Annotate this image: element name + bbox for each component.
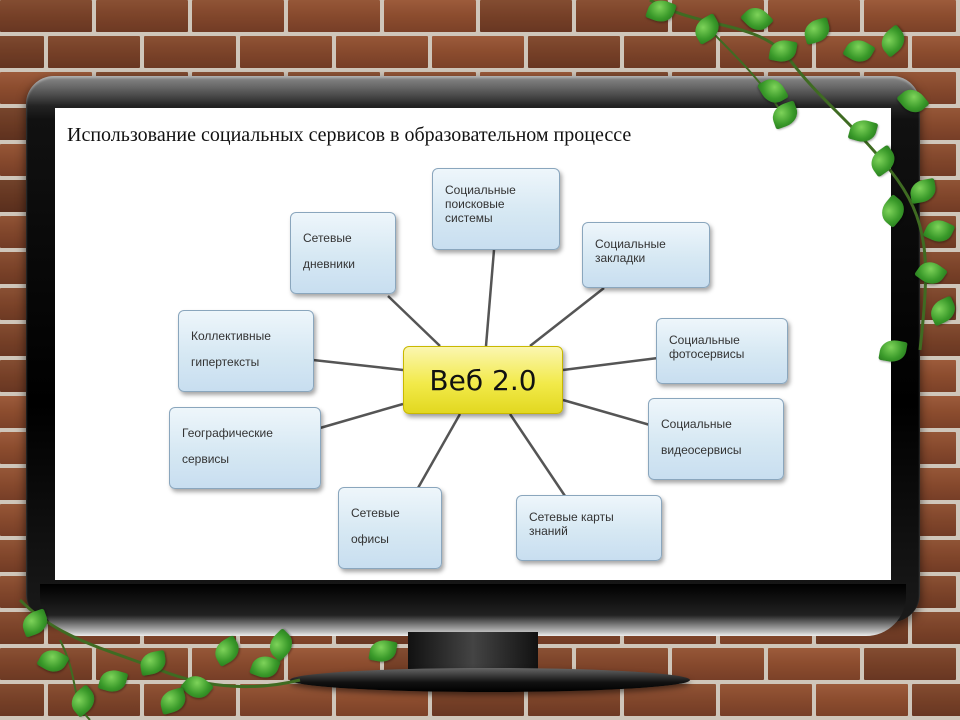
node-line: Сетевые <box>303 231 352 245</box>
node-social-photo: Социальные фотосервисы <box>656 318 788 384</box>
connector-search <box>484 249 496 347</box>
brick <box>912 684 960 716</box>
connector-bookmarks <box>529 287 605 347</box>
brick <box>240 36 332 68</box>
node-mind-maps: Сетевые карты знаний <box>516 495 662 561</box>
node-line: сервисы <box>182 452 230 466</box>
brick <box>384 0 476 32</box>
slide-title: Использование социальных сервисов в обра… <box>67 124 632 146</box>
connector-offices <box>416 413 462 489</box>
connector-diaries <box>387 295 441 347</box>
node-line: Коллективные <box>191 329 271 343</box>
node-line: гипертексты <box>191 355 260 369</box>
connector-hypertext <box>312 358 404 372</box>
brick <box>768 648 860 680</box>
brick <box>0 684 44 716</box>
node-collective-hypertext: Коллективные гипертексты <box>178 310 314 392</box>
brick <box>912 468 960 500</box>
brick <box>192 0 284 32</box>
node-line: Географические <box>182 426 273 440</box>
node-social-search: Социальные поисковые системы <box>432 168 560 250</box>
node-line: закладки <box>595 251 646 265</box>
brick <box>912 540 960 572</box>
node-line: системы <box>445 211 493 225</box>
node-line: фотосервисы <box>669 347 745 361</box>
brick <box>432 36 524 68</box>
node-line: дневники <box>303 257 355 271</box>
brick <box>480 0 572 32</box>
node-social-video: Социальные видеосервисы <box>648 398 784 480</box>
connector-geo <box>319 402 404 430</box>
connector-video <box>562 398 651 427</box>
node-line: Социальные <box>595 237 666 251</box>
monitor-stand-base <box>290 668 690 692</box>
node-network-diaries: Сетевые дневники <box>290 212 396 294</box>
brick <box>528 36 620 68</box>
node-line: Социальные <box>661 417 732 431</box>
brick <box>288 0 380 32</box>
center-node: Веб 2.0 <box>403 346 563 414</box>
brick <box>0 36 44 68</box>
brick <box>624 684 716 716</box>
node-line: поисковые <box>445 197 505 211</box>
brick <box>912 612 960 644</box>
node-network-offices: Сетевые офисы <box>338 487 442 569</box>
brick <box>48 36 140 68</box>
brick <box>96 0 188 32</box>
node-social-bookmarks: Социальные закладки <box>582 222 710 288</box>
node-line: Сетевые <box>351 506 400 520</box>
node-line: Сетевые карты <box>529 510 614 524</box>
brick <box>240 684 332 716</box>
brick <box>720 684 812 716</box>
node-line: Социальные <box>669 333 740 347</box>
node-geo-services: Географические сервисы <box>169 407 321 489</box>
brick <box>672 648 764 680</box>
brick <box>816 684 908 716</box>
brick <box>336 36 428 68</box>
brick <box>864 648 956 680</box>
brick <box>0 0 92 32</box>
brick <box>912 396 960 428</box>
connector-photo <box>562 356 659 372</box>
node-line: видеосервисы <box>661 443 742 457</box>
node-line: офисы <box>351 532 389 546</box>
node-line: Социальные <box>445 183 516 197</box>
monitor-stand-neck <box>408 632 538 674</box>
connector-mindmaps <box>508 413 567 497</box>
node-line: знаний <box>529 524 568 538</box>
brick <box>144 36 236 68</box>
